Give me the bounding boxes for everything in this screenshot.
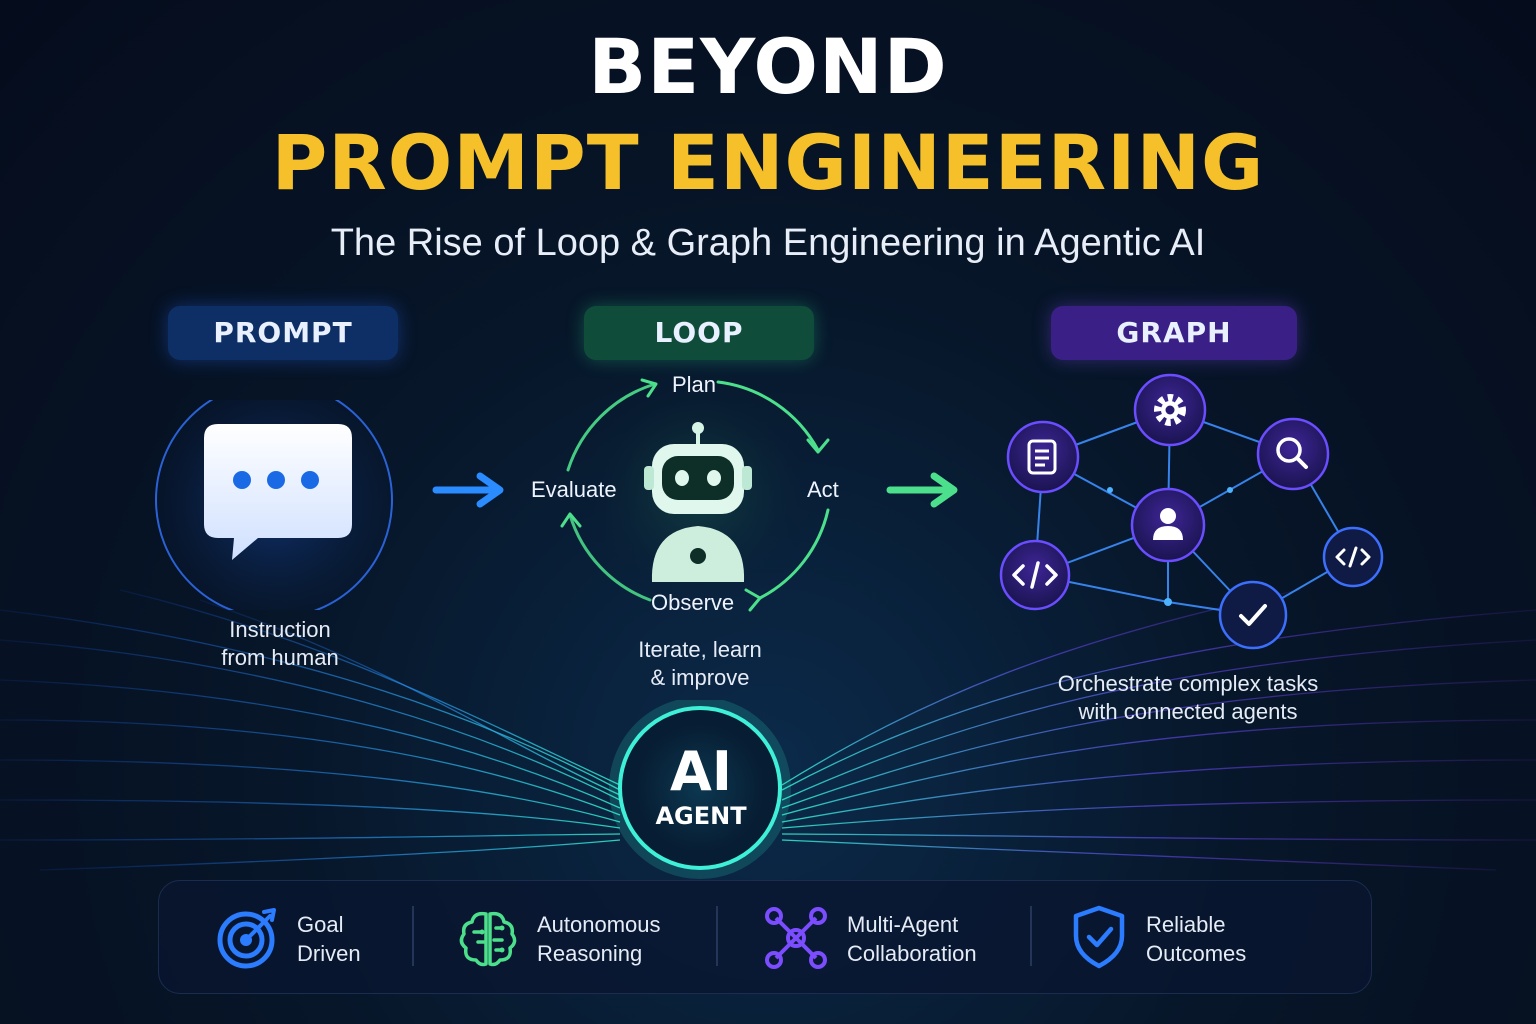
caption-line: from human: [221, 645, 339, 670]
agent-subtitle: AGENT: [655, 802, 747, 830]
caption-line: Instruction: [229, 617, 331, 642]
check-icon: [1218, 580, 1288, 650]
arrow-right-icon: [432, 472, 504, 508]
loop-step-plan: Plan: [672, 372, 717, 397]
prompt-caption: Instruction from human: [160, 616, 400, 672]
agent-title: AI: [670, 740, 732, 803]
title-line-2: PROMPT ENGINEERING: [271, 118, 1265, 207]
feature-reliable-outcomes: Reliable Outcomes: [1146, 910, 1246, 968]
network-icon: [765, 907, 827, 969]
feature-line: Outcomes: [1146, 941, 1247, 966]
title-line-1: BEYOND: [588, 22, 948, 111]
gear-icon: [1133, 373, 1207, 447]
document-icon: [1006, 420, 1080, 494]
arrow-right-icon: [886, 472, 958, 508]
graph-caption: Orchestrate complex tasks with connected…: [1000, 670, 1376, 726]
code-icon: [999, 539, 1071, 611]
user-icon: [1130, 487, 1206, 563]
prompt-label: PROMPT: [168, 306, 398, 360]
target-icon: [217, 908, 276, 969]
feature-line: Autonomous: [537, 912, 661, 937]
feature-line: Reliable: [1146, 912, 1226, 937]
graph-network: [999, 373, 1384, 650]
loop-step-evaluate: Evaluate: [531, 477, 617, 502]
feature-goal-driven: Goal Driven: [297, 910, 361, 968]
feature-line: Driven: [297, 941, 361, 966]
subtitle: The Rise of Loop & Graph Engineering in …: [330, 222, 1206, 264]
caption-line: & improve: [650, 665, 750, 690]
shield-check-icon: [1073, 905, 1125, 969]
graph-label: GRAPH: [1051, 306, 1297, 360]
ai-agent-ring: [609, 700, 791, 879]
feature-line: Goal: [297, 912, 344, 937]
loop-step-observe: Observe: [651, 590, 735, 615]
code-icon: [1322, 526, 1384, 588]
divider: [1030, 906, 1032, 966]
loop-label: LOOP: [584, 306, 814, 360]
feature-autonomous-reasoning: Autonomous Reasoning: [537, 910, 661, 968]
caption-line: Iterate, learn: [638, 637, 762, 662]
caption-line: Orchestrate complex tasks: [1057, 671, 1319, 696]
chat-bubble-icon: [204, 424, 352, 560]
prompt-graphic: [155, 400, 393, 610]
brain-icon: [459, 911, 517, 967]
robot-icon: [644, 422, 752, 582]
feature-multi-agent-collaboration: Multi-Agent Collaboration: [847, 910, 977, 968]
search-icon: [1256, 417, 1330, 491]
loop-step-act: Act: [807, 477, 839, 502]
loop-caption: Iterate, learn & improve: [580, 636, 820, 692]
caption-line: with connected agents: [1078, 699, 1298, 724]
divider: [412, 906, 414, 966]
feature-line: Reasoning: [537, 941, 643, 966]
feature-line: Collaboration: [847, 941, 977, 966]
loop-graphic: [560, 370, 830, 612]
divider: [716, 906, 718, 966]
feature-bar: [158, 880, 1372, 994]
feature-line: Multi-Agent: [847, 912, 959, 937]
